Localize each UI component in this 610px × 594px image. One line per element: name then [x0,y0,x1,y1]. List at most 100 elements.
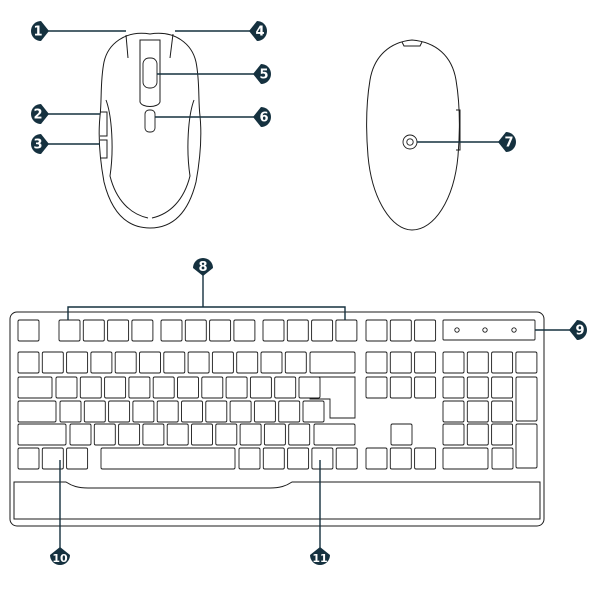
mouse-center-channel [139,39,161,107]
key-53 [302,400,325,423]
key-91 [491,376,514,399]
key-99 [515,423,538,469]
key-54 [17,423,67,446]
key-92 [515,376,538,422]
key-87 [491,351,514,374]
key-44 [83,400,106,423]
key-30 [17,376,53,399]
key-41 [298,376,321,399]
key-35 [152,376,175,399]
key-57 [118,423,141,446]
key-97 [466,423,489,446]
key-90 [466,376,489,399]
key-27 [260,351,283,374]
key-40 [274,376,297,399]
callout-badge-2: 2 [31,104,49,124]
side-button-back [100,139,108,159]
callout-label-5: 5 [259,68,268,83]
key-43 [59,400,82,423]
key-21 [114,351,137,374]
key-74 [335,447,358,470]
callout-label-11: 11 [312,552,327,565]
callout-badge-4: 4 [249,20,268,42]
key-73 [311,447,334,470]
key-88 [515,351,538,374]
key-76 [389,351,412,374]
mouse-bottom-side [456,109,461,151]
key-grid [17,319,538,470]
key-82 [365,447,388,470]
side-button-forward [100,111,108,137]
callout-label-9: 9 [575,324,584,339]
key-62 [239,423,262,446]
key-6 [160,319,183,342]
indicator-light-scroll [511,327,517,333]
key-100 [442,447,489,470]
key-55 [69,423,92,446]
indicator-lights [442,319,536,341]
callout-badge-6: 6 [253,107,271,127]
key-26 [236,351,259,374]
key-10 [262,319,285,342]
key-68 [66,447,89,470]
key-47 [156,400,179,423]
key-78 [365,376,388,399]
indicator-light-num [454,327,460,333]
callout-lines [48,30,570,548]
key-94 [466,400,489,423]
key-13 [335,319,358,342]
callout-badge-10: 10 [50,547,70,565]
key-96 [442,423,465,446]
sensor-inner [406,138,414,146]
key-29 [309,351,356,374]
key-50 [229,400,252,423]
callout-badge-1: 1 [30,20,49,41]
key-85 [442,351,465,374]
key-39 [249,376,272,399]
key-3 [82,319,105,342]
key-59 [166,423,189,446]
key-80 [414,376,437,399]
mouse-right-button-edge [169,33,174,59]
key-4 [107,319,130,342]
dpi-button [144,109,156,133]
key-15 [389,319,412,342]
callout-label-1: 1 [33,25,42,40]
key-93 [442,400,465,423]
key-61 [215,423,238,446]
key-86 [466,351,489,374]
callout-badge-3: 3 [31,134,49,154]
key-7 [184,319,207,342]
callout-label-2: 2 [33,108,42,123]
key-11 [286,319,309,342]
key-23 [163,351,186,374]
key-14 [365,319,388,342]
key-1 [17,319,40,342]
key-42 [17,400,57,423]
key-33 [104,376,127,399]
key-83 [389,447,412,470]
key-48 [181,400,203,423]
key-22 [139,351,161,374]
key-37 [201,376,224,399]
key-101 [491,447,514,470]
key-32 [79,376,102,399]
callout-label-7: 7 [504,136,513,151]
key-89 [442,376,465,399]
key-24 [187,351,210,374]
key-67 [41,447,64,470]
callout-badges: 1 2 3 4 5 6 7 8 [30,20,587,565]
key-36 [177,376,199,399]
key-64 [288,423,311,446]
key-5 [131,319,154,342]
keyboard [9,311,545,527]
mouse-left-grip [105,99,149,219]
mouse-bottom-notch [401,41,423,47]
callout-label-10: 10 [52,552,68,565]
key-98 [491,423,514,446]
wrist-rest [13,481,541,520]
key-51 [253,400,276,423]
callout-badge-11: 11 [310,547,330,565]
key-95 [491,400,514,423]
